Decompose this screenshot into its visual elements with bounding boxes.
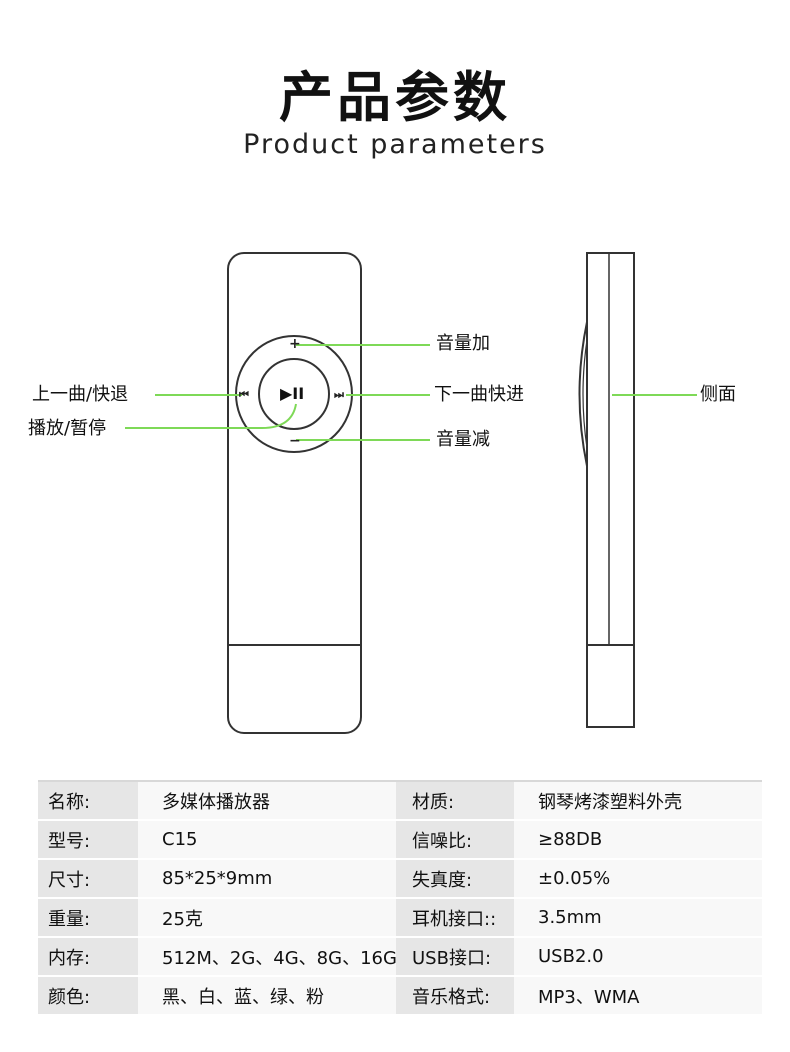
spec-label: 颜色: <box>38 976 138 1016</box>
spec-value: 3.5mm <box>514 898 762 938</box>
table-row: 名称: 多媒体播放器 材质: 钢琴烤漆塑料外壳 <box>38 780 762 821</box>
label-volume-down: 音量减 <box>436 429 490 450</box>
next-track-icon: ⏭ <box>334 388 344 401</box>
spec-value: 黑、白、蓝、绿、粉 <box>138 976 396 1016</box>
label-play-pause: 播放/暂停 <box>28 418 107 439</box>
label-next-forward: 下一曲快进 <box>434 384 524 405</box>
play-pause-icon: ▶II <box>280 384 305 403</box>
spec-label: 材质: <box>396 780 514 821</box>
control-ring-inner <box>258 358 330 430</box>
label-volume-up: 音量加 <box>436 333 490 354</box>
minus-icon: − <box>289 433 301 449</box>
page-title: 产品参数 <box>279 66 511 129</box>
spec-value: MP3、WMA <box>514 976 762 1016</box>
spec-value: USB2.0 <box>514 937 762 977</box>
label-side-view: 侧面 <box>700 384 736 405</box>
spec-label: USB接口: <box>396 937 514 977</box>
spec-label: 信噪比: <box>396 820 514 860</box>
page-subtitle: Product parameters <box>243 129 547 160</box>
spec-label: 重量: <box>38 898 138 938</box>
plus-icon: + <box>289 336 301 352</box>
callout-line-play <box>125 403 297 429</box>
spec-label: 失真度: <box>396 859 514 899</box>
table-row: 内存: 512M、2G、4G、8G、16G USB接口: USB2.0 <box>38 937 762 977</box>
spec-value: ≥88DB <box>514 820 762 860</box>
spec-value: 钢琴烤漆塑料外壳 <box>514 780 762 821</box>
front-body-outline <box>227 252 362 734</box>
spec-value: C15 <box>138 820 396 860</box>
spec-label: 尺寸: <box>38 859 138 899</box>
table-row: 颜色: 黑、白、蓝、绿、粉 音乐格式: MP3、WMA <box>38 976 762 1016</box>
side-wheel-bulge-inner <box>582 339 588 449</box>
spec-label: 内存: <box>38 937 138 977</box>
previous-track-icon: ⏮ <box>239 388 249 401</box>
table-row: 重量: 25克 耳机接口:: 3.5mm <box>38 898 762 938</box>
specs-table: 名称: 多媒体播放器 材质: 钢琴烤漆塑料外壳 型号: C15 信噪比: ≥88… <box>38 780 762 1016</box>
side-wheel-bulge <box>578 321 588 467</box>
product-diagram <box>125 252 697 734</box>
spec-value: 25克 <box>138 898 396 938</box>
spec-value: 多媒体播放器 <box>138 780 396 821</box>
spec-value: ±0.05% <box>514 859 762 899</box>
spec-label: 音乐格式: <box>396 976 514 1016</box>
spec-label: 耳机接口:: <box>396 898 514 938</box>
spec-label: 型号: <box>38 820 138 860</box>
table-row: 型号: C15 信噪比: ≥88DB <box>38 820 762 860</box>
side-body-outline <box>586 252 635 728</box>
table-row: 尺寸: 85*25*9mm 失真度: ±0.05% <box>38 859 762 899</box>
spec-value: 85*25*9mm <box>138 859 396 899</box>
spec-value: 512M、2G、4G、8G、16G <box>138 937 396 977</box>
label-prev-rewind: 上一曲/快退 <box>32 384 129 405</box>
spec-label: 名称: <box>38 780 138 821</box>
